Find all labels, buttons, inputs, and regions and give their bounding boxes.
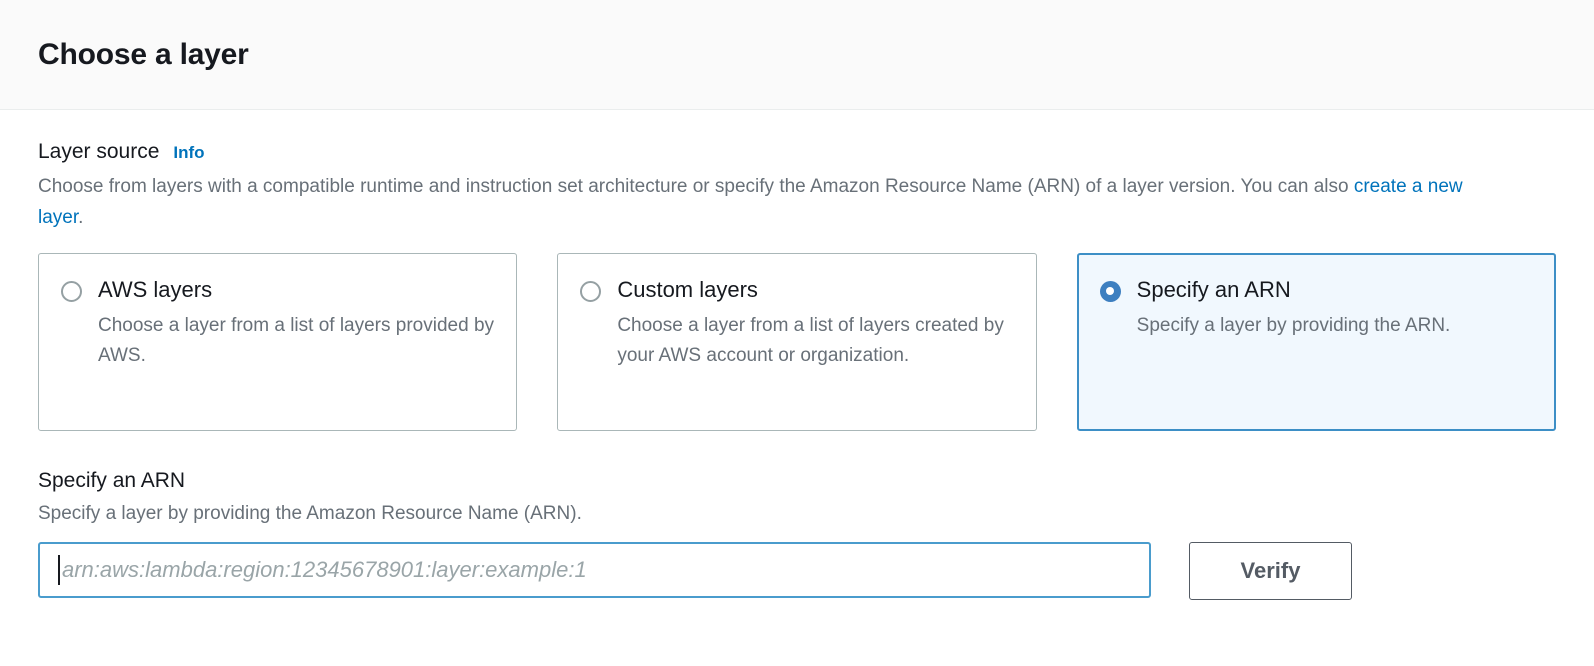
modal-body: Layer source Info Choose from layers wit…	[0, 110, 1594, 601]
specify-arn-section: Specify an ARN Specify a layer by provid…	[38, 469, 1556, 601]
radio-card-aws-layers-description: Choose a layer from a list of layers pro…	[98, 314, 495, 367]
radio-card-specify-arn[interactable]: Specify an ARN Specify a layer by provid…	[1076, 252, 1556, 431]
radio-card-custom-layers-text: Custom layers Choose a layer from a list…	[617, 276, 1015, 410]
radio-card-aws-layers-text: AWS layers Choose a layer from a list of…	[98, 276, 496, 410]
radio-icon-specify-arn[interactable]	[1099, 280, 1121, 302]
layer-source-description-text-2: .	[78, 206, 84, 228]
arn-input-placeholder: arn:aws:lambda:region:12345678901:layer:…	[62, 557, 587, 583]
modal-header: Choose a layer	[0, 0, 1594, 110]
text-caret	[58, 555, 60, 586]
specify-arn-title: Specify an ARN	[38, 468, 186, 492]
radio-card-aws-layers-title: AWS layers	[98, 276, 213, 302]
radio-icon-custom-layers[interactable]	[580, 280, 602, 302]
create-new-layer-link[interactable]: create a new layer	[38, 176, 1463, 228]
arn-input[interactable]: arn:aws:lambda:region:12345678901:layer:…	[38, 542, 1151, 599]
arn-input-row: arn:aws:lambda:region:12345678901:layer:…	[38, 542, 1556, 601]
info-link[interactable]: Info	[173, 143, 205, 162]
radio-card-custom-layers-title: Custom layers	[617, 276, 758, 302]
layer-source-label-row: Layer source Info	[38, 140, 1556, 164]
radio-card-specify-arn-text: Specify an ARN Specify a layer by provid…	[1137, 276, 1451, 410]
layer-source-options: AWS layers Choose a layer from a list of…	[38, 252, 1556, 431]
specify-arn-description: Specify a layer by providing the Amazon …	[38, 502, 582, 524]
layer-source-description: Choose from layers with a compatible run…	[38, 172, 1478, 234]
radio-card-custom-layers[interactable]: Custom layers Choose a layer from a list…	[557, 252, 1037, 431]
verify-button[interactable]: Verify	[1189, 542, 1352, 601]
layer-source-description-text-1: Choose from layers with a compatible run…	[38, 176, 1354, 197]
radio-card-custom-layers-description: Choose a layer from a list of layers cre…	[617, 314, 1004, 367]
page-title: Choose a layer	[38, 37, 249, 71]
radio-card-specify-arn-title: Specify an ARN	[1136, 276, 1291, 302]
layer-source-label: Layer source	[38, 140, 160, 163]
radio-icon-aws-layers[interactable]	[61, 280, 82, 302]
radio-card-aws-layers[interactable]: AWS layers Choose a layer from a list of…	[38, 252, 518, 431]
radio-card-specify-arn-description: Specify a layer by providing the ARN.	[1136, 314, 1451, 336]
